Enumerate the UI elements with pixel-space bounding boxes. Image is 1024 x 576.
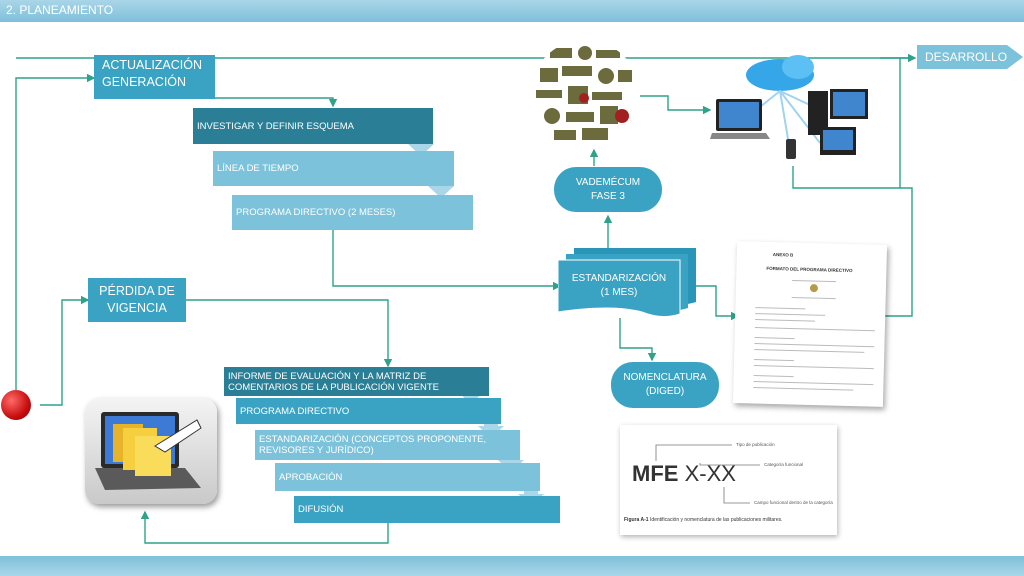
- mfe-caption-bold: Figura A-1: [624, 517, 649, 523]
- step-programa-directivo-label: PROGRAMA DIRECTIVO (2 MESES): [236, 207, 396, 218]
- mfe-code: MFE X-XX: [632, 461, 736, 487]
- step-linea-tiempo-label: LÍNEA DE TIEMPO: [217, 163, 299, 174]
- header-bar: 2. PLANEAMIENTO: [0, 0, 1024, 22]
- actualizacion-line2: GENERACIÓN: [102, 75, 187, 89]
- mfe-nomenclature-figure: MFE X-XX Tipo de publicación Categoría f…: [620, 425, 837, 535]
- nomenclatura-node[interactable]: NOMENCLATURA (DIGED): [611, 362, 719, 408]
- step-difusion-label: DIFUSIÓN: [298, 504, 344, 515]
- step-aprobacion[interactable]: APROBACIÓN: [275, 463, 540, 491]
- vademecum-node[interactable]: VADEMÉCUM FASE 3: [554, 167, 662, 212]
- actualizacion-line1: ACTUALIZACIÓN: [102, 58, 203, 72]
- perdida-box[interactable]: PÉRDIDA DE VIGENCIA: [88, 278, 186, 322]
- vademecum-line2: FASE 3: [591, 190, 625, 202]
- mfe-caption-rest: Identificación y nomenclatura de las pub…: [649, 517, 783, 523]
- step-investigar[interactable]: INVESTIGAR Y DEFINIR ESQUEMA: [193, 108, 433, 144]
- military-collage-image: [530, 40, 640, 150]
- step-aprobacion-label: APROBACIÓN: [279, 471, 343, 483]
- page-title: 2. PLANEAMIENTO: [6, 3, 114, 17]
- step-programa-b[interactable]: PROGRAMA DIRECTIVO: [236, 398, 501, 424]
- step-informe-line2: COMENTARIOS DE LA PUBLICACIÓN VIGENTE: [228, 381, 439, 393]
- step-programa-directivo[interactable]: PROGRAMA DIRECTIVO (2 MESES): [232, 195, 473, 230]
- step-programa-b-label: PROGRAMA DIRECTIVO: [240, 405, 350, 417]
- desarrollo-label: DESARROLLO: [925, 50, 1008, 64]
- step-estandarizacion-b[interactable]: ESTANDARIZACIÓN (CONCEPTOS PROPONENTE, R…: [255, 430, 520, 460]
- step-estandarizacion-b-line2: REVISORES Y JURÍDICO): [259, 445, 374, 456]
- step-informe[interactable]: INFORME DE EVALUACIÓN Y LA MATRIZ DE COM…: [224, 367, 489, 396]
- mfe-caption: Figura A-1 Identificación y nomenclatura…: [624, 517, 783, 523]
- nomenclatura-line2: (DIGED): [645, 386, 685, 397]
- start-node: [1, 390, 31, 420]
- step-informe-line1: INFORME DE EVALUACIÓN Y LA MATRIZ DE: [228, 370, 427, 382]
- mfe-label-campo: Campo funcional dentro de la categoría: [754, 500, 833, 505]
- actualizacion-box[interactable]: ACTUALIZACIÓN GENERACIÓN: [94, 55, 215, 99]
- footer-bar: [0, 556, 1024, 576]
- step-investigar-label: INVESTIGAR Y DEFINIR ESQUEMA: [197, 120, 354, 132]
- mfe-label-categoria: Categoría funcional: [764, 462, 804, 467]
- vademecum-line1: VADEMÉCUM: [575, 176, 641, 188]
- step-linea-tiempo[interactable]: LÍNEA DE TIEMPO: [213, 151, 454, 186]
- perdida-line1: PÉRDIDA DE: [99, 284, 175, 298]
- estandarizacion-line2: (1 MES): [600, 287, 638, 298]
- step-difusion[interactable]: DIFUSIÓN: [294, 496, 560, 523]
- step-estandarizacion-b-line1: ESTANDARIZACIÓN (CONCEPTOS PROPONENTE,: [259, 434, 487, 445]
- perdida-line2: VIGENCIA: [107, 301, 167, 315]
- laptop-folders-image: [85, 398, 217, 504]
- mfe-code-bold: MFE: [632, 461, 679, 486]
- desarrollo-arrow[interactable]: DESARROLLO: [917, 45, 1024, 69]
- estandarizacion-line1: ESTANDARIZACIÓN: [571, 273, 667, 284]
- estandarizacion-node[interactable]: ESTANDARIZACIÓN (1 MES): [558, 248, 698, 326]
- mfe-label-tipo: Tipo de publicación: [736, 442, 775, 447]
- nomenclatura-line1: NOMENCLATURA: [623, 372, 707, 383]
- programa-directivo-document: ANEXO B FORMATO DEL PROGRAMA DIRECTIVO: [732, 241, 888, 407]
- computers-network-image: [710, 55, 875, 167]
